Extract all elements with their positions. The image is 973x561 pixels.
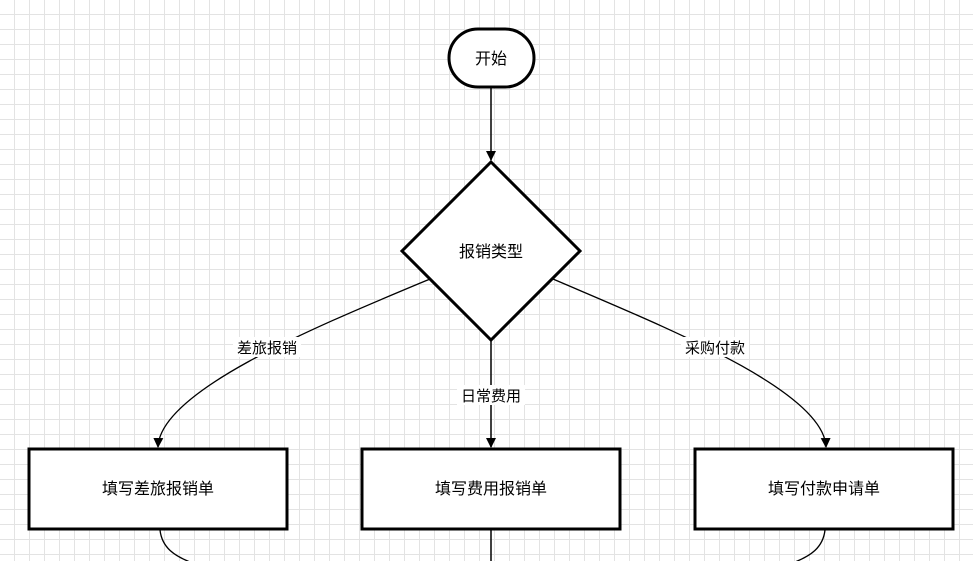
edge-label-expense: 日常费用 [457,385,525,405]
travel-process-shape [27,447,289,531]
edge-decision-to-travel [153,278,431,448]
edge-label-payment-text: 采购付款 [685,339,745,357]
payment-label: 填写付款申请单 [768,479,880,498]
edge-payment-continue [795,529,826,561]
edge-label-travel: 差旅报销 [233,337,301,357]
edge-labels: 差旅报销 日常费用 采购付款 [233,337,749,405]
decision-label: 报销类型 [459,242,523,261]
start-label: 开始 [475,49,507,68]
node-expense[interactable]: 填写费用报销单 [360,447,622,531]
edges [153,88,831,561]
edge-label-payment: 采购付款 [681,337,749,357]
node-decision[interactable]: 报销类型 [399,159,583,343]
node-start[interactable]: 开始 [447,27,536,89]
payment-process-shape [693,447,955,531]
start-terminator-shape [447,27,536,89]
edge-label-travel-text: 差旅报销 [237,339,297,357]
decision-diamond-shape [399,159,583,343]
node-payment[interactable]: 填写付款申请单 [693,447,955,531]
travel-label: 填写差旅报销单 [102,479,214,498]
node-travel[interactable]: 填写差旅报销单 [27,447,289,531]
edge-travel-continue [159,529,190,561]
expense-label: 填写费用报销单 [435,479,547,498]
edge-label-expense-text: 日常费用 [461,387,521,405]
expense-process-shape [360,447,622,531]
edge-decision-to-payment [552,278,831,448]
